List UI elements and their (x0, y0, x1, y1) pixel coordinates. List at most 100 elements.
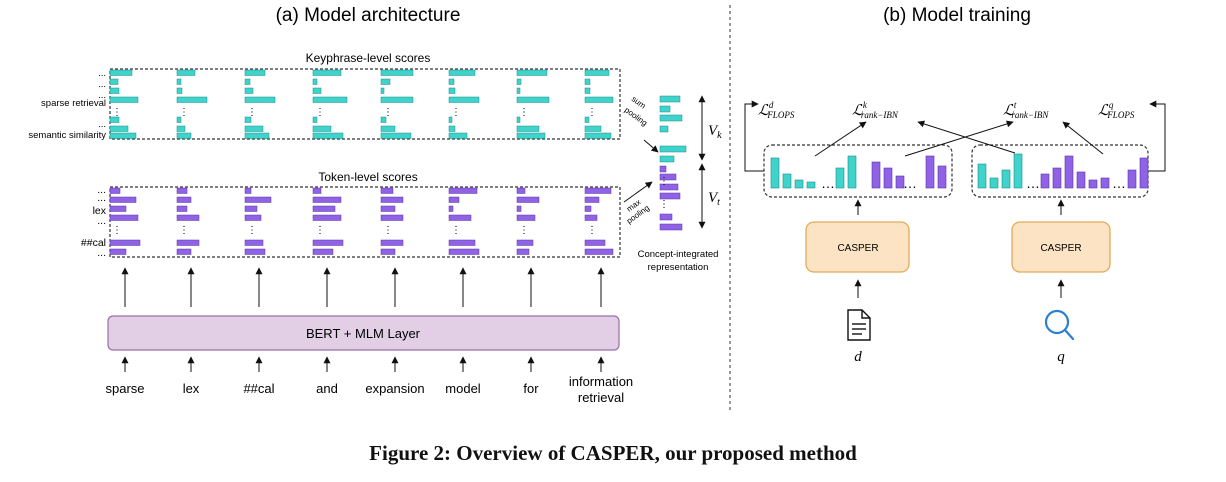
keyphrase-score-bar (516, 69, 548, 76)
token-score-bar (312, 248, 334, 255)
max-pooling-arrow (623, 181, 653, 203)
concept-bar (659, 183, 679, 191)
vector-bar (871, 161, 881, 189)
doc-representation-box (763, 144, 953, 198)
keyphrase-column-ellipsis: ⋮ (179, 107, 189, 118)
vector-bar (806, 181, 816, 189)
token-score-bar (584, 239, 606, 246)
keyphrase-row-label: ... (98, 90, 106, 101)
doc-flops-arrow (744, 100, 764, 172)
keyphrase-score-bar (312, 116, 318, 123)
keyphrase-score-bar (448, 125, 456, 132)
doc-vector-dots: … (821, 175, 835, 191)
concept-ellipsis: ⋮ (659, 176, 669, 187)
token-scores-box (109, 186, 621, 258)
concept-bar (659, 173, 677, 181)
token-score-bar (109, 196, 137, 203)
vector-bar (1040, 173, 1050, 189)
token-score-bar (516, 248, 530, 255)
keyphrase-row-label: sparse retrieval (41, 98, 106, 109)
token-score-bar (312, 187, 322, 194)
keyphrase-score-bar (584, 125, 602, 132)
input-token: ##cal (243, 381, 274, 396)
token-score-bar (176, 239, 200, 246)
concept-bar (659, 213, 673, 221)
vector-bar (847, 155, 857, 189)
training-title: (b) Model training (883, 5, 1031, 26)
keyphrase-score-bar (244, 116, 252, 123)
casper-doc-encoder (805, 221, 910, 273)
token-score-bar (312, 214, 342, 221)
token-column-ellipsis: ⋮ (112, 225, 122, 236)
vector-bar (1076, 171, 1086, 189)
doc-symbol: d (854, 349, 862, 365)
bert-mlm-label: BERT + MLM Layer (306, 326, 421, 341)
token-bars: ⋮⋮⋮⋮⋮⋮⋮⋮ (109, 187, 614, 255)
vector-bar (1088, 179, 1098, 189)
input-token: lex (183, 381, 200, 396)
token-score-bar (312, 196, 342, 203)
concept-bar (659, 223, 683, 231)
keyphrase-scores-box (109, 68, 621, 140)
input-token: and (316, 381, 338, 396)
token-score-bar (516, 196, 540, 203)
query-vector-dots: … (1026, 175, 1040, 191)
doc-vector-bars (770, 155, 947, 189)
token-score-bar (584, 187, 612, 194)
token-row-labels: ... ... lex ... ##cal ... (81, 184, 107, 259)
vector-bar (1127, 169, 1137, 189)
input-token: model (445, 381, 481, 396)
keyphrase-score-bar (244, 132, 270, 139)
vk-label: Vk (708, 123, 722, 141)
vector-bar (989, 177, 999, 189)
keyphrase-score-bar (244, 125, 264, 132)
keyphrase-score-bar (312, 125, 332, 132)
token-row-label: ... (97, 184, 106, 196)
token-score-bar (176, 196, 192, 203)
token-score-bar (244, 239, 264, 246)
keyphrase-score-bar (516, 132, 546, 139)
token-row-label: ##cal (81, 237, 106, 249)
keyphrase-row-label: ... (98, 79, 106, 90)
input-arrows (121, 356, 605, 372)
keyphrase-score-bar (380, 116, 387, 123)
vector-bar (782, 173, 792, 189)
concept-bar (659, 192, 681, 200)
concept-bar (659, 95, 681, 103)
keyphrase-column-ellipsis: ⋮ (451, 107, 461, 118)
token-score-bar (584, 214, 598, 221)
keyphrase-score-bar (516, 125, 540, 132)
keyphrase-score-bar (584, 116, 590, 123)
concept-ellipsis-2: ⋮ (659, 199, 669, 210)
keyphrase-row-label: ... (98, 119, 106, 130)
keyphrase-column-ellipsis: ⋮ (315, 107, 325, 118)
keyphrase-score-bar (312, 78, 318, 85)
vector-bar (1064, 155, 1074, 189)
token-score-bar (244, 248, 266, 255)
token-column-ellipsis: ⋮ (383, 225, 393, 236)
token-column-ellipsis: ⋮ (451, 225, 461, 236)
keyphrase-row-label: semantic similarity (28, 130, 106, 141)
vt-label: Vt (708, 190, 720, 208)
keyphrase-score-bar (176, 132, 192, 139)
keyphrase-score-bar (516, 87, 521, 94)
token-score-bar (109, 248, 127, 255)
query-vector-bars (977, 153, 1149, 189)
input-token-line1: information (569, 374, 633, 389)
token-score-bar (380, 196, 404, 203)
token-score-bar (448, 196, 460, 203)
token-score-bar (244, 196, 272, 203)
doc-to-t-rank-arrow (904, 120, 1014, 157)
bert-mlm-layer (107, 315, 620, 351)
keyphrase-score-bar (380, 125, 396, 132)
token-score-bar (380, 248, 396, 255)
keyphrase-score-bar (380, 78, 391, 85)
vector-bar (794, 179, 804, 189)
concept-bar (659, 125, 669, 133)
casper-query-label: CASPER (1040, 243, 1081, 254)
sum-pooling-label-2: pooling (623, 105, 649, 127)
token-column-ellipsis: ⋮ (587, 225, 597, 236)
token-row-label: ... (97, 215, 106, 227)
